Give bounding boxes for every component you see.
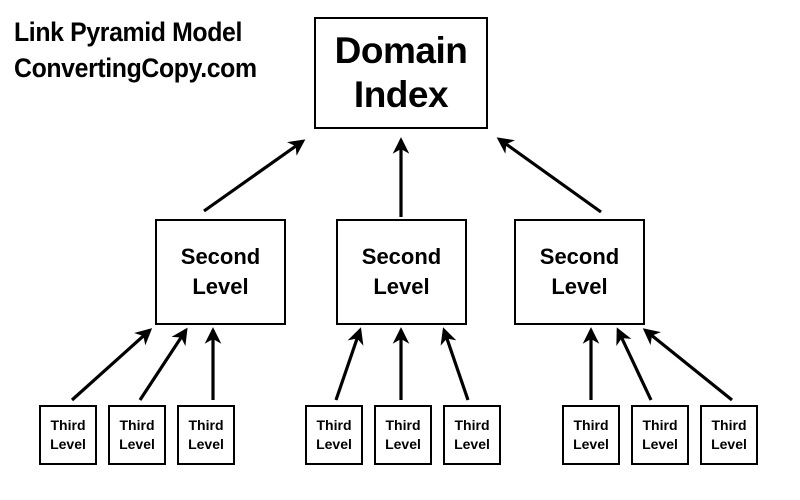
connector-arrow-third8-to-second3 — [616, 327, 653, 401]
node-third-level-2-line-2: Level — [119, 436, 155, 452]
node-third-level-3[interactable]: Third Level — [177, 405, 235, 465]
connector-arrow-third6-to-second2 — [440, 327, 470, 401]
diagram-title-line-2: ConvertingCopy.com — [14, 53, 257, 83]
node-third-level-9-line-1: Third — [711, 417, 747, 433]
node-second-level-2[interactable]: Second Level — [336, 219, 467, 325]
node-second-level-2-line-1: Second — [361, 244, 442, 269]
node-second-level-3-line-2: Level — [551, 274, 608, 299]
node-third-level-6-line-2: Level — [454, 436, 490, 452]
node-third-level-5-line-1: Third — [385, 417, 421, 433]
node-third-level-9[interactable]: Third Level — [700, 405, 758, 465]
node-third-level-3-line-1: Third — [188, 417, 224, 433]
node-domain-index-line-1: Domain — [334, 30, 468, 71]
node-domain-index[interactable]: Domain Index — [314, 17, 488, 129]
node-third-level-9-line-2: Level — [711, 436, 747, 452]
connector-arrow-second1-to-domain — [203, 139, 306, 213]
node-second-level-1-line-2: Level — [192, 274, 249, 299]
connector-arrow-third2-to-second1 — [138, 327, 188, 401]
node-second-level-3-line-1: Second — [539, 244, 620, 269]
connector-arrow-third1-to-second1 — [70, 328, 153, 402]
node-third-level-8-line-2: Level — [642, 436, 678, 452]
node-second-level-1[interactable]: Second Level — [155, 219, 286, 325]
node-third-level-4-line-2: Level — [316, 436, 352, 452]
node-third-level-1-line-2: Level — [50, 436, 86, 452]
node-third-level-2-line-1: Third — [119, 417, 155, 433]
node-third-level-1[interactable]: Third Level — [39, 405, 97, 465]
node-domain-index-line-2: Index — [353, 74, 449, 115]
diagram-title: Link Pyramid Model ConvertingCopy.com — [14, 14, 304, 86]
node-third-level-6-line-1: Third — [454, 417, 490, 433]
connector-arrow-third9-to-second3 — [642, 328, 734, 402]
node-third-level-7[interactable]: Third Level — [562, 405, 620, 465]
node-second-level-1-line-1: Second — [180, 244, 261, 269]
node-second-level-3[interactable]: Second Level — [514, 219, 645, 325]
node-third-level-5-line-2: Level — [385, 436, 421, 452]
connector-arrow-third4-to-second2 — [334, 327, 364, 401]
diagram-title-line-1: Link Pyramid Model — [14, 17, 243, 47]
node-third-level-7-line-1: Third — [573, 417, 609, 433]
node-third-level-2[interactable]: Third Level — [108, 405, 166, 465]
node-third-level-5[interactable]: Third Level — [374, 405, 432, 465]
node-third-level-6[interactable]: Third Level — [443, 405, 501, 465]
node-second-level-2-line-2: Level — [373, 274, 430, 299]
node-third-level-8-line-1: Third — [642, 417, 678, 433]
node-third-level-4[interactable]: Third Level — [305, 405, 363, 465]
connector-arrow-second3-to-domain — [496, 137, 602, 214]
node-third-level-8[interactable]: Third Level — [631, 405, 689, 465]
node-third-level-7-line-2: Level — [573, 436, 609, 452]
node-third-level-3-line-2: Level — [188, 436, 224, 452]
node-third-level-4-line-1: Third — [316, 417, 352, 433]
node-third-level-1-line-1: Third — [50, 417, 86, 433]
